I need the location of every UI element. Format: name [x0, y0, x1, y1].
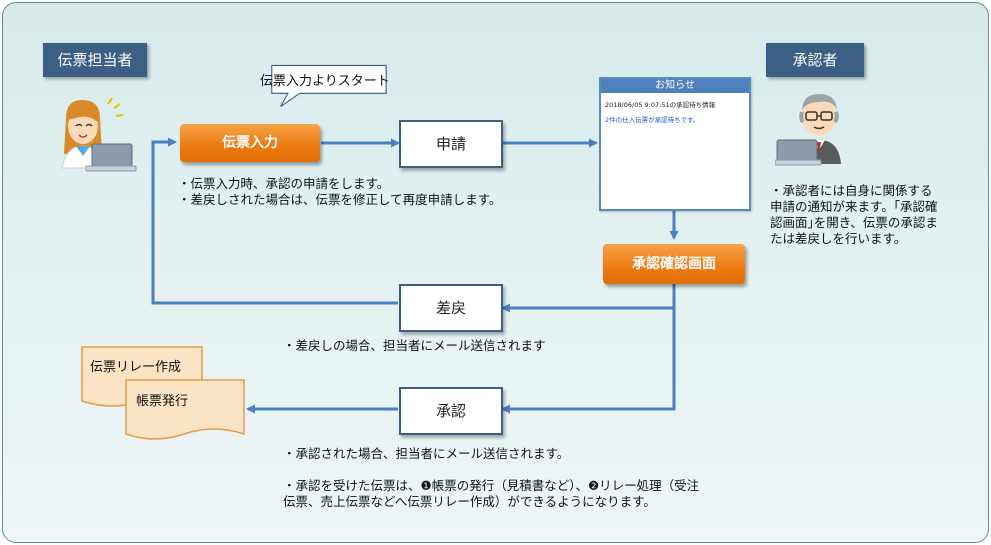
apply-box: 申請: [399, 120, 503, 168]
notification-panel[interactable]: お知らせ 2018/06/05 9:07:51の承認待ち情報 2件の仕入伝票が承…: [599, 77, 751, 211]
output-document-shape: [125, 379, 245, 440]
return-note: ・差戻しの場合、担当者にメール送信されます: [283, 338, 546, 353]
approver-note: ・承認者には自身に関係する 申請の通知が来ます。｢承認確 認画面｣を開き、伝票の…: [770, 183, 938, 246]
arrow-confirm-to-approve: [501, 306, 676, 414]
arrow-return-to-entry: [151, 137, 398, 305]
entry-note: ・伝票入力時、承認の申請をします。 ・差戻しされた場合は、伝票を修正して再度申請…: [178, 176, 502, 207]
notification-title: お知らせ: [601, 79, 749, 93]
return-box: 差戻: [399, 284, 503, 332]
man-at-laptop-icon: [775, 94, 841, 166]
slip-entry-button[interactable]: 伝票入力: [180, 124, 320, 162]
start-callout-text: 伝票入力よりスタート: [260, 74, 390, 89]
notification-pending-link[interactable]: 2件の仕入伝票が承認待ちです。: [605, 116, 700, 124]
relay-document-label: 伝票リレー作成: [90, 360, 182, 375]
approver-role-label: 承認者: [766, 43, 864, 77]
notification-date-line: 2018/06/05 9:07:51の承認待ち情報: [605, 101, 716, 109]
approval-confirm-screen-button[interactable]: 承認確認画面: [603, 244, 745, 284]
output-document-label: 帳票発行: [136, 394, 189, 409]
woman-at-laptop-icon: [61, 97, 137, 172]
submitter-role-label: 伝票担当者: [43, 43, 147, 77]
approve-box: 承認: [399, 387, 503, 435]
start-callout-bubble: [271, 64, 387, 107]
arrow-confirm-to-return: [501, 283, 676, 313]
approve-note-2: ・承認を受けた伝票は、❶帳票の発行（見積書など）、❷リレー処理（受注 伝票、売上…: [283, 478, 700, 509]
approve-note-1: ・承認された場合、担当者にメール送信されます。: [283, 446, 570, 461]
